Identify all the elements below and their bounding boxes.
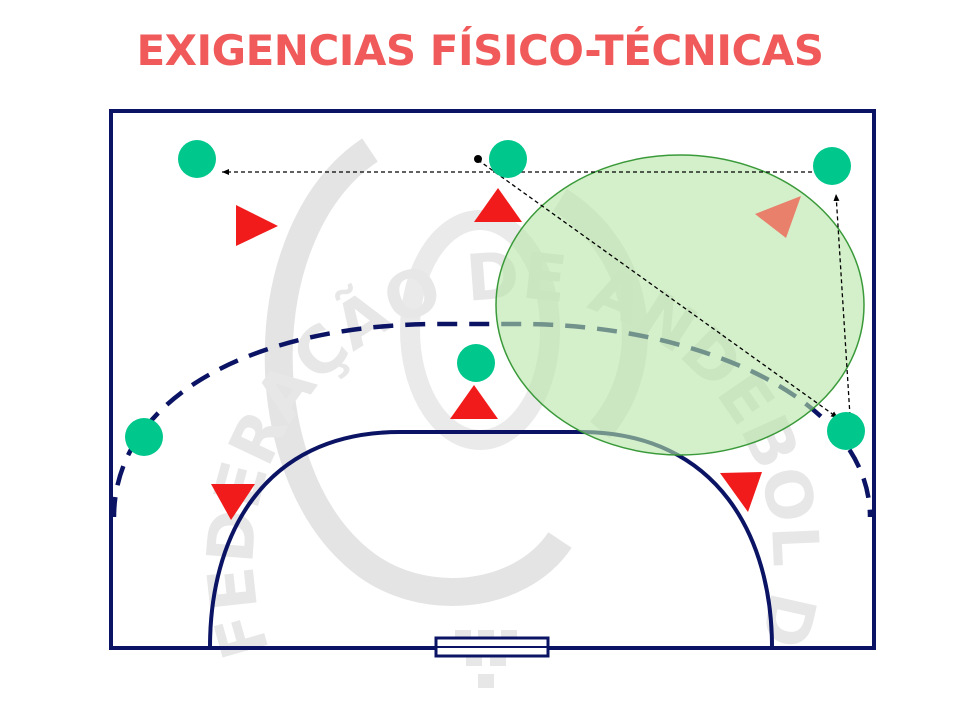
- defender-left-edge: [211, 484, 255, 520]
- attacker-centre-back: [489, 140, 527, 178]
- attacker-pivot: [457, 344, 495, 382]
- goal-area-line: [208, 430, 774, 648]
- defender-right-edge: [720, 472, 762, 512]
- attacker-left-wing: [125, 418, 163, 456]
- pass-line-ball-to-right-wing: [477, 159, 839, 419]
- defender-left-half: [236, 205, 278, 246]
- defender-right-half-highlighted: [755, 196, 801, 238]
- defender-centre-back: [450, 385, 498, 419]
- attacker-right-back: [813, 147, 851, 185]
- attacker-left-back: [178, 140, 216, 178]
- defender-centre-front: [474, 188, 522, 222]
- attacker-right-wing: [827, 412, 865, 450]
- ball: [474, 155, 482, 163]
- pass-line-right-corner-to-right-back: [833, 193, 851, 417]
- slide-title: EXIGENCIAS FÍSICO-TÉCNICAS: [136, 26, 824, 75]
- free-throw-line: [111, 321, 873, 518]
